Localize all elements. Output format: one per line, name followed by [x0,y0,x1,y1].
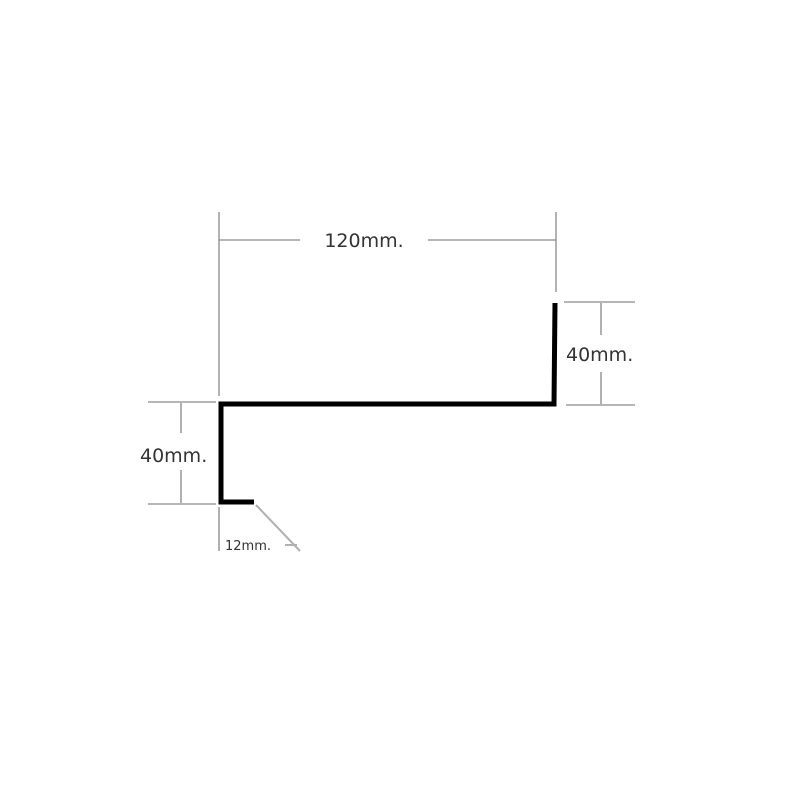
profile-outline [218,302,558,505]
lip-label: 12mm. [225,539,271,554]
right-height-dimension: 40mm. [564,301,635,406]
left-height-dimension: 40mm. [140,401,216,505]
lip-dimension: 12mm. [218,504,301,554]
width-label: 120mm. [324,230,403,252]
width-dimension: 120mm. [218,212,557,396]
left-height-label: 40mm. [140,445,207,467]
right-height-label: 40mm. [566,344,633,366]
